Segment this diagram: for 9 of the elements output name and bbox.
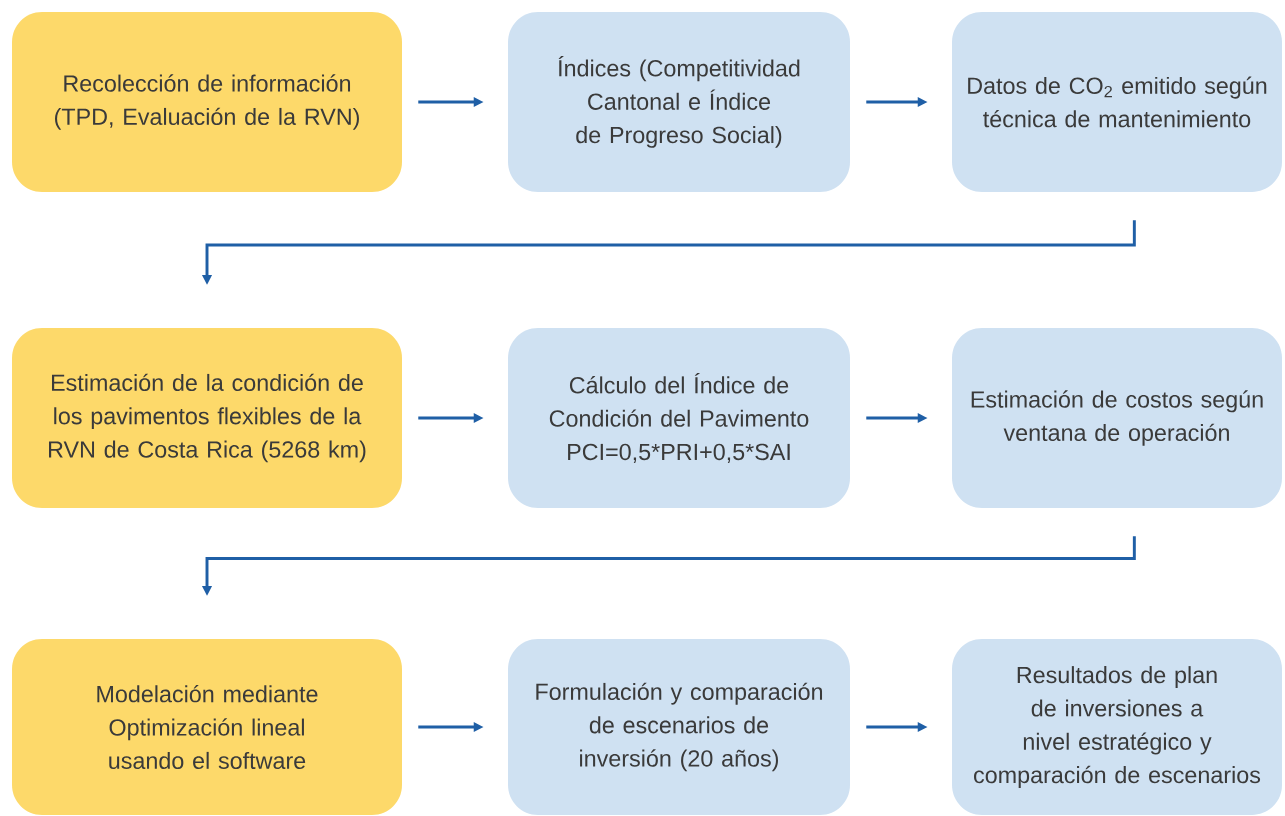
process-box: Datos de CO$_{2}$ emitido según técnica de mantenimiento xyxy=(952,12,1282,192)
process-box: Estimación de la condición de los pavimentos flexibles de la RVN de Costa Rica (5268 km) xyxy=(12,328,402,508)
process-box: Estimación de costos según ventana de operación xyxy=(952,328,1282,508)
process-box: Modelación mediante Optimización lineal usando el software xyxy=(12,639,402,815)
process-box: Resultados de plan de inversiones a nivel estratégico y comparación de escenarios xyxy=(952,639,1282,815)
process-box: Recolección de información (TPD, Evaluación de la RVN) xyxy=(12,12,402,192)
process-box: Formulación y comparación de escenarios de inversión (20 años) xyxy=(508,639,850,815)
process-box: Índices (Competitividad Cantonal e Índice de Progreso Social) xyxy=(508,12,850,192)
process-box: Cálculo del Índice de Condición del Pavimento PCI=0,5*PRI+0,5*SAI xyxy=(508,328,850,508)
